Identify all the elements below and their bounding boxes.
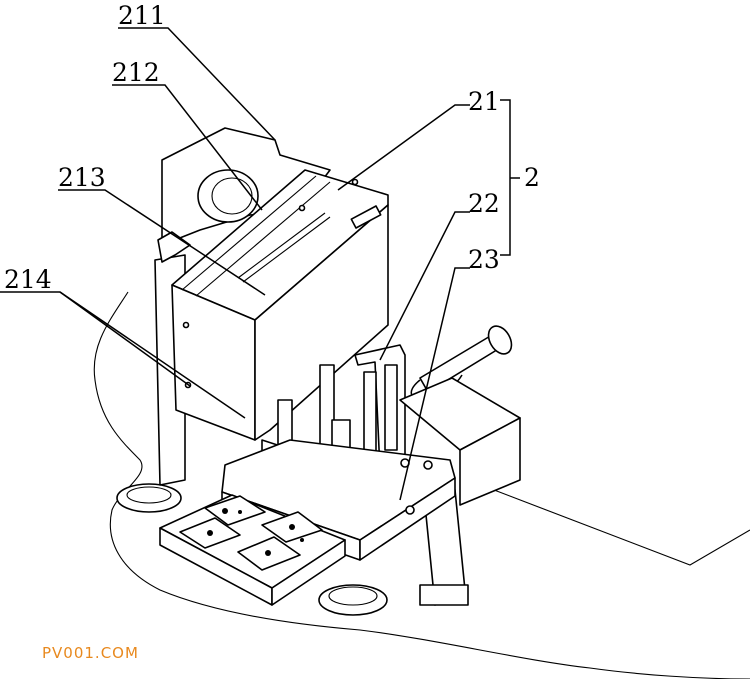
label-214: 214 (4, 265, 52, 294)
head-slot-b (242, 216, 331, 283)
leader-23 (399, 267, 470, 501)
floor-edge-line (467, 479, 750, 566)
jig-pin-6 (300, 538, 304, 542)
label-22: 22 (468, 189, 500, 218)
head-nameplate (350, 205, 382, 229)
label-23: 23 (468, 245, 500, 274)
label-211: 211 (118, 1, 166, 30)
leader-211 (118, 27, 276, 141)
jig-nest-1 (204, 495, 266, 526)
label-213: 213 (58, 163, 106, 192)
base-hole-left-inner (126, 486, 172, 504)
slide-rail-post-2 (384, 364, 398, 451)
head-screw-4 (351, 178, 359, 186)
head-band-b (195, 181, 331, 297)
leader-22 (379, 211, 470, 361)
head-slot (237, 212, 326, 279)
leader-214b (59, 291, 246, 419)
jig-pin-3 (289, 524, 295, 530)
head-screw-3 (298, 204, 306, 212)
bracket-group-2 (500, 99, 511, 256)
leader-212 (112, 84, 263, 211)
label-21: 21 (468, 87, 500, 116)
head-screw-1 (182, 321, 190, 329)
jig-pin-4 (265, 550, 271, 556)
base-hole-left (116, 483, 182, 513)
base-hole-bottom-inner (328, 586, 378, 606)
jig-pin-2 (207, 530, 213, 536)
base-hole-bottom (318, 584, 388, 616)
head-band-a (181, 175, 317, 291)
label-2: 2 (524, 163, 540, 192)
leader-21 (337, 104, 470, 191)
jig-plate-right (271, 539, 346, 606)
air-cylinder-end (487, 325, 513, 355)
leader-213 (58, 189, 266, 296)
watermark: PV001.COM (42, 644, 139, 662)
base-plate-outline (93, 291, 750, 679)
label-212: 212 (112, 58, 160, 87)
table-support-foot (419, 584, 469, 606)
plate-screw-b (423, 460, 433, 470)
main-plate-right-edge (359, 477, 456, 561)
jig-pin-5 (238, 510, 242, 514)
jig-pin-1 (222, 508, 228, 514)
plate-screw-c (405, 505, 415, 515)
column-ring-hole (197, 169, 259, 223)
right-table-front (459, 417, 521, 506)
